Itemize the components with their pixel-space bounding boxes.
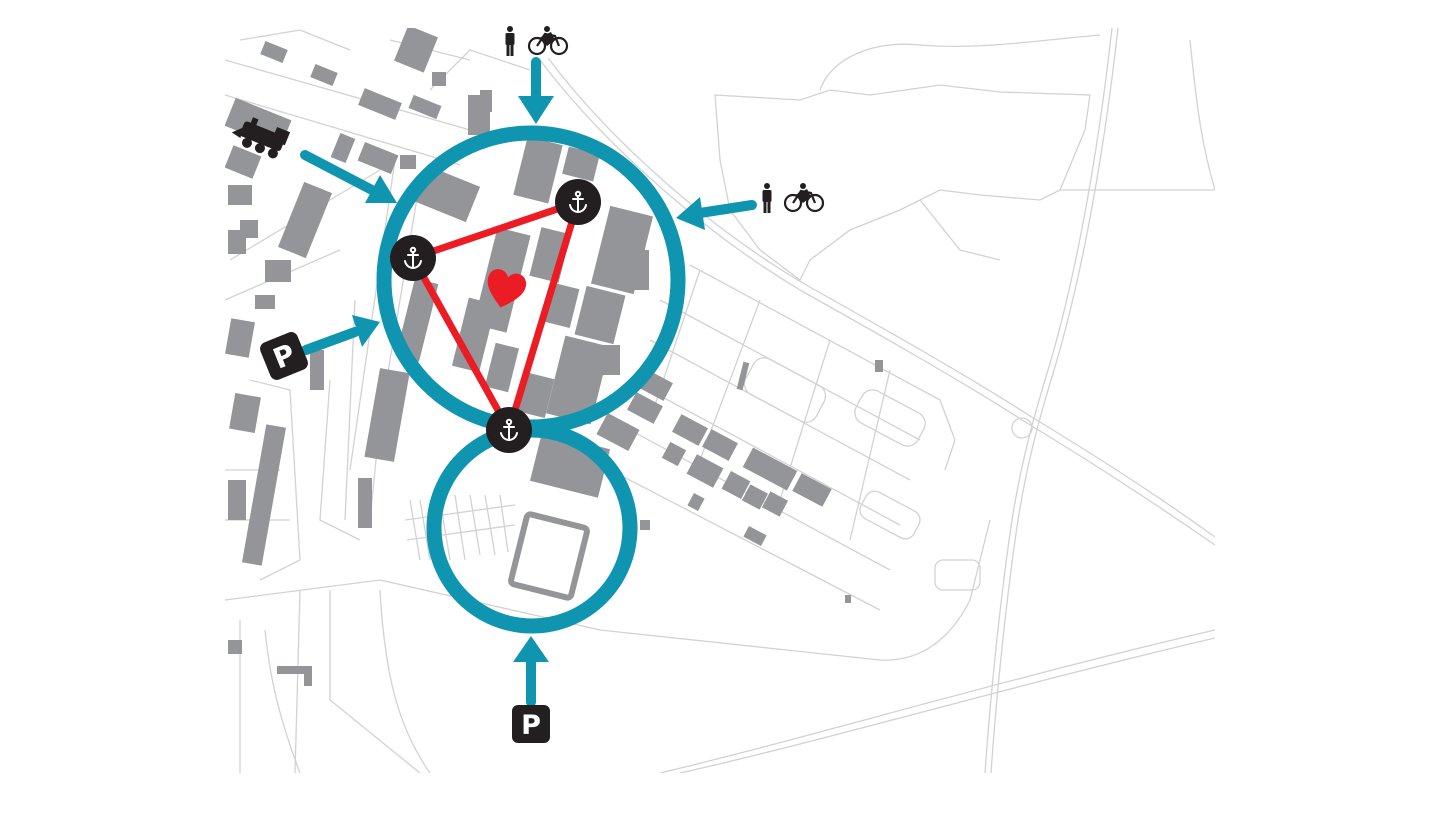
buildings bbox=[225, 28, 883, 686]
parking-south-label: P bbox=[521, 710, 541, 741]
anchor-icon bbox=[500, 418, 518, 442]
access-south[interactable]: P bbox=[512, 705, 550, 743]
arrow-north bbox=[518, 57, 554, 124]
train-icon bbox=[231, 117, 291, 159]
south-zone-ring bbox=[426, 422, 638, 634]
cyclist-icon bbox=[527, 26, 569, 56]
anchor-northeast[interactable] bbox=[555, 179, 601, 225]
anchor-west[interactable] bbox=[390, 235, 436, 281]
access-west[interactable]: P bbox=[258, 330, 310, 382]
arrow-south bbox=[513, 636, 549, 707]
link-west-south bbox=[409, 254, 513, 434]
parking-icon: P bbox=[260, 332, 308, 380]
arrow-west bbox=[301, 315, 380, 355]
link-west-northeast bbox=[409, 198, 582, 262]
anchor-icon bbox=[404, 246, 422, 270]
parking-icon: P bbox=[512, 705, 550, 743]
pedestrian-icon bbox=[762, 183, 772, 213]
anchor-icon bbox=[569, 190, 587, 214]
heart-icon bbox=[487, 269, 527, 308]
link-northeast-south bbox=[505, 198, 582, 434]
pedestrian-icon bbox=[505, 26, 515, 56]
anchor-south[interactable] bbox=[486, 407, 532, 453]
access-northwest bbox=[231, 117, 291, 159]
arena bbox=[508, 511, 590, 601]
access-arrows bbox=[300, 57, 757, 707]
access-north bbox=[505, 26, 569, 56]
anchor-links bbox=[409, 198, 582, 434]
access-east bbox=[762, 183, 825, 213]
cyclist-icon bbox=[783, 183, 825, 213]
arrow-northwest bbox=[300, 150, 397, 203]
arrow-east bbox=[676, 197, 757, 230]
road-network bbox=[225, 28, 1215, 773]
